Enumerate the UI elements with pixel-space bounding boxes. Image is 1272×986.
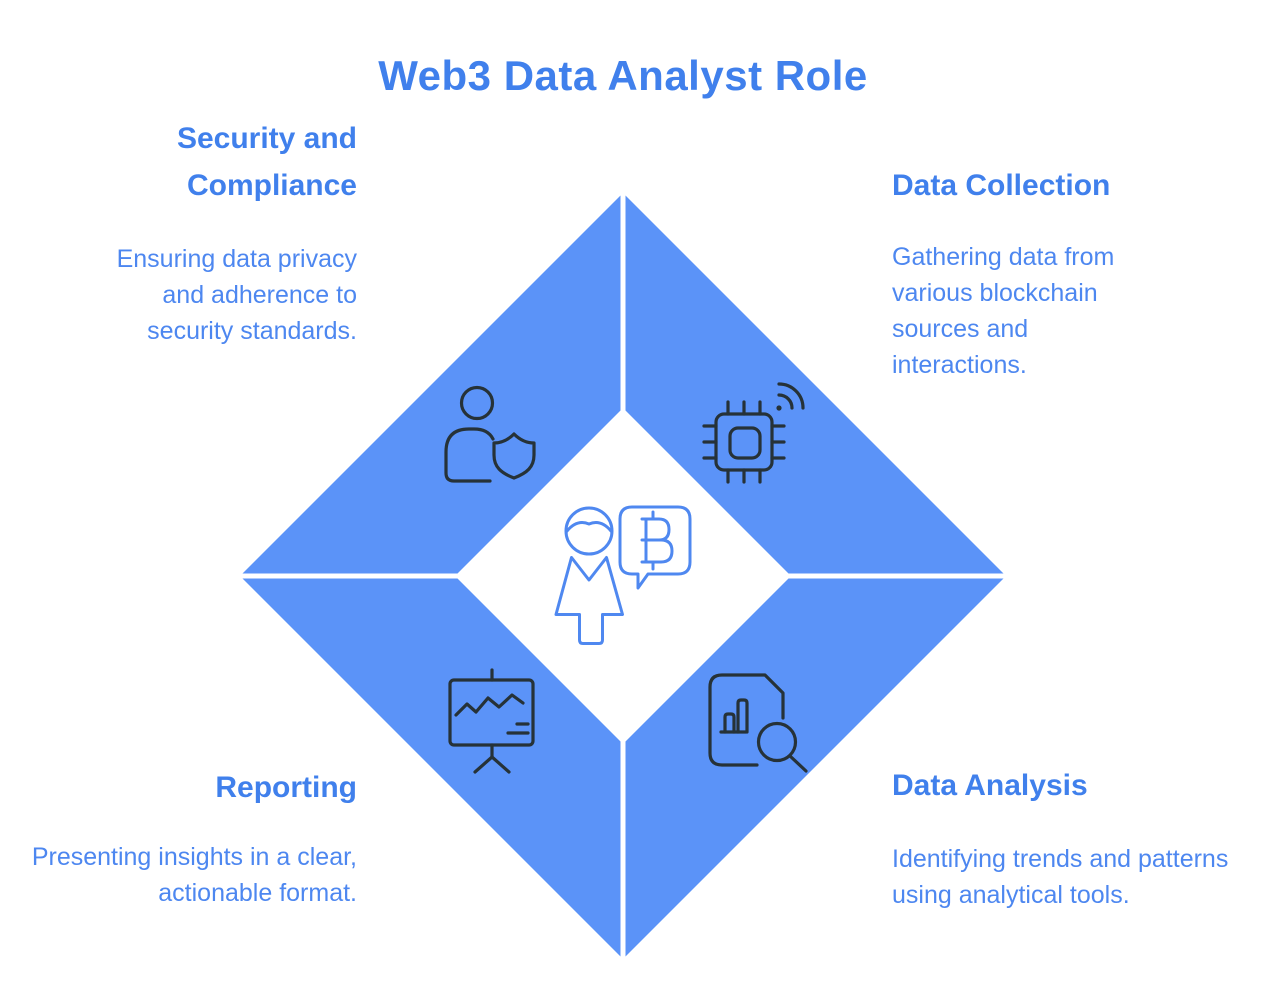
section-description-data-collection: Gathering data from various blockchain s…	[892, 243, 1115, 379]
diamond-segment-bottom-right	[623, 576, 1006, 959]
chip-wireless-icon	[702, 382, 805, 484]
hair-line	[565, 521, 613, 533]
bitcoin-speech-bubble-icon	[618, 505, 692, 590]
diamond-segment-top-left	[240, 193, 623, 576]
section-description-data-analysis: Identifying trends and patterns using an…	[892, 845, 1229, 909]
section-title-reporting: Reporting	[215, 771, 357, 804]
user-shield-icon	[444, 385, 536, 483]
section-description-security-compliance: Ensuring data privacy and adherence to s…	[116, 245, 357, 345]
analyst-bitcoin-chat-icon	[554, 505, 692, 645]
section-title-data-analysis: Data Analysis	[892, 769, 1088, 802]
bitcoin-symbol	[640, 510, 674, 571]
section-description-reporting: Presenting insights in a clear, actionab…	[31, 843, 357, 907]
section-title-data-collection: Data Collection	[892, 169, 1111, 202]
diamond-segment-top-right	[623, 193, 1006, 576]
presentation-chart-icon	[448, 668, 535, 774]
wifi-signal-icon	[776, 382, 805, 411]
diamond-ring	[237, 190, 1009, 962]
document-search-icon	[708, 673, 808, 773]
magnifier-icon	[756, 721, 808, 773]
diamond-segment-bottom-left	[240, 576, 623, 959]
page-title: Web3 Data Analyst Role	[378, 52, 868, 100]
section-title-security-compliance: Security and Compliance	[176, 122, 357, 202]
